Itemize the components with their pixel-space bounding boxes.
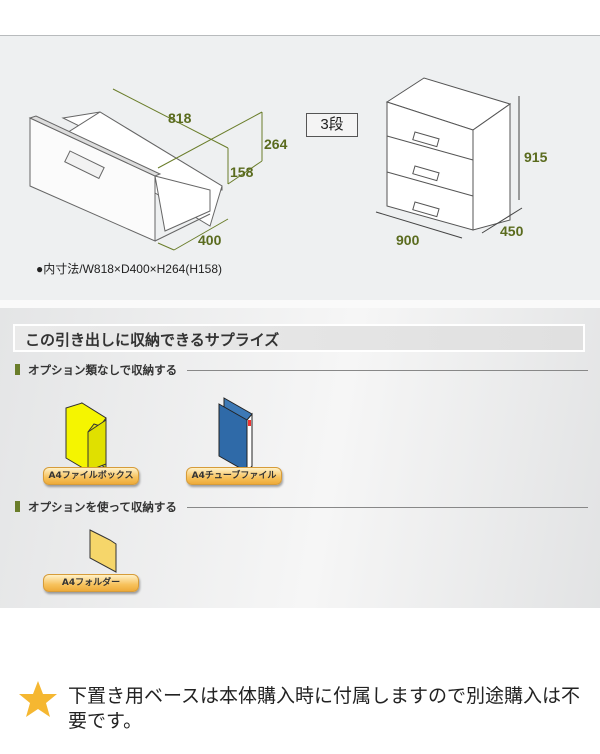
drawer-height-label: 264 <box>264 136 288 152</box>
tube-file-icon <box>218 397 253 474</box>
drawer-depth-label: 400 <box>198 232 222 248</box>
section-with-options: オプションを使って収納する <box>15 498 588 516</box>
cabinet-height-label: 915 <box>524 149 548 165</box>
storage-panel: この引き出しに収納できるサプライズ オプション類なしで収納する A4ファイルボッ… <box>0 308 600 608</box>
drawer-illustration <box>28 111 223 242</box>
cabinet-depth-label: 450 <box>500 223 524 239</box>
cabinet-illustration <box>385 77 512 231</box>
section-label: オプションを使って収納する <box>28 500 177 514</box>
section-without-options: オプション類なしで収納する <box>15 361 588 379</box>
item-a4-file-box <box>42 396 138 476</box>
drawer-dimension-lines <box>112 88 263 251</box>
section-rule <box>187 507 588 508</box>
file-box-icon <box>65 402 107 472</box>
section-accent-bar <box>15 364 20 375</box>
section-rule <box>187 370 588 371</box>
a4-file-box-button[interactable]: A4ファイルボックス <box>43 467 139 485</box>
folder-icon <box>89 529 117 573</box>
top-divider <box>0 35 600 36</box>
star-icon <box>19 681 57 717</box>
item-a4-tube-file <box>186 396 282 476</box>
item-a4-folder <box>42 528 138 578</box>
drawer-inner-height-label: 158 <box>230 164 254 180</box>
drawer-width-label: 818 <box>168 110 192 126</box>
a4-tube-file-button[interactable]: A4チューブファイル <box>186 467 282 485</box>
section-label: オプション類なしで収納する <box>28 363 178 377</box>
cabinet-dimension-lines <box>375 96 523 239</box>
a4-folder-button[interactable]: A4フォルダー <box>43 574 139 592</box>
storage-title: この引き出しに収納できるサプライズ <box>13 324 585 352</box>
cabinet-width-label: 900 <box>396 232 420 248</box>
dimension-drawing: 818 264 158 400 915 900 450 <box>28 77 548 251</box>
separator <box>0 300 600 308</box>
tier-label: 3段 <box>306 113 358 137</box>
note-text: 下置き用ベースは本体購入時に付属しますので別途購入は不要です。 <box>68 685 581 732</box>
spec-area: 818 264 158 400 915 900 450 3段 ●内寸法/W818… <box>0 36 600 300</box>
section-accent-bar <box>15 501 20 512</box>
inner-size-note: ●内寸法/W818×D400×H264(H158) <box>36 262 223 276</box>
